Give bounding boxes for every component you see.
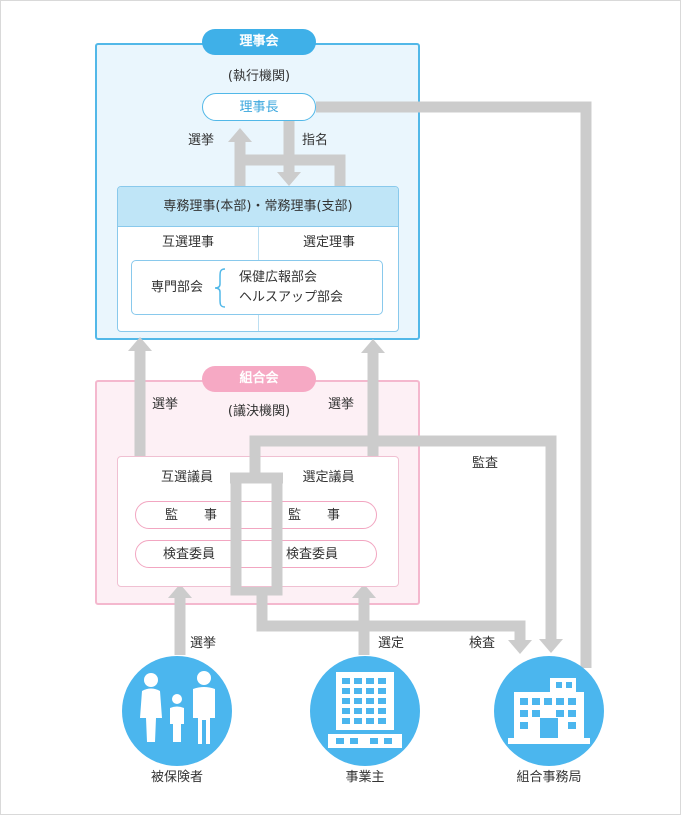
assembly-title-pill: 組合会 [202,366,316,392]
appointed-directors-label: 選定理事 [302,235,355,250]
insured-label: 被保険者 [150,770,203,785]
executives-header: 専務理事(本部)・常務理事(支部) [118,187,398,227]
office-circle [494,656,604,766]
appointed-members-label: 選定議員 [302,470,355,485]
insured-circle [122,656,232,766]
office-label: 組合事務局 [516,770,582,785]
committee-label: 専門部会 [151,280,204,295]
employer-label: 事業主 [345,770,385,785]
board-title-pill: 理事会 [202,29,316,55]
label-appoint-employer: 選定 [378,636,405,651]
label-board-elect: 選挙 [188,133,215,148]
inspector-left: 検査委員 [163,547,216,562]
employer-circle [310,656,420,766]
auditor-right: 監 事 [288,508,341,523]
arrow-inspect [256,590,526,641]
label-board-nominate: 指名 [302,133,329,148]
label-assembly-elect-right: 選挙 [328,397,355,412]
board-subtitle: (執行機関) [227,69,291,84]
auditor-left: 監 事 [165,508,218,523]
arrow-chair-office [316,101,592,668]
brace-icon [214,268,226,308]
family-icon [140,671,215,744]
label-assembly-elect-left: 選挙 [152,397,179,412]
label-audit: 監査 [472,456,499,471]
office-building-icon [328,672,402,748]
committee-item-health-up: ヘルスアップ部会 [239,290,344,305]
inspector-row [135,540,377,568]
mutual-members-label: 互選議員 [160,470,213,485]
assembly-subtitle: (議決機関) [227,404,291,419]
label-inspect: 検査 [469,636,496,651]
inspector-right: 検査委員 [286,547,339,562]
hospital-building-icon [508,678,590,744]
committee-box: 専門部会 保健広報部会 ヘルスアップ部会 [131,260,383,315]
chair-box: 理事長 [202,93,316,121]
committee-item-health-pr: 保健広報部会 [239,270,318,285]
label-elect-insured: 選挙 [190,636,217,651]
auditor-row [135,501,377,529]
mutual-directors-label: 互選理事 [161,235,214,250]
